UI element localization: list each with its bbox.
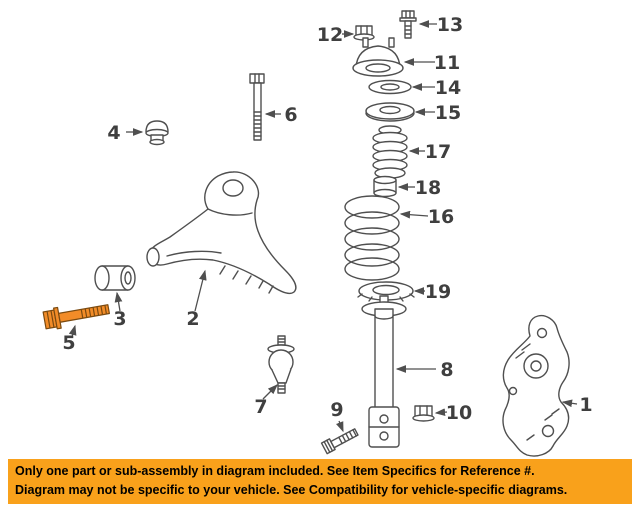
- callout-numbers: 1 2 3 4 5 6 7 8 9 10 11 12 13 14 15 16 1…: [62, 14, 592, 424]
- callout-8: 8: [440, 359, 453, 381]
- callout-2: 2: [186, 308, 199, 330]
- part-1-steering-knuckle-icon: [502, 314, 570, 457]
- callout-15: 15: [435, 102, 461, 124]
- callout-11: 11: [434, 52, 460, 74]
- part-2-control-arm-icon: [146, 171, 297, 295]
- callout-5: 5: [62, 332, 75, 354]
- leader-9: [335, 420, 344, 433]
- part-4-bushing-icon: [145, 120, 169, 146]
- callout-12: 12: [317, 24, 343, 46]
- part-9-bolt-icon: [320, 428, 359, 455]
- part-10-nut-icon: [412, 405, 435, 422]
- leader-1: [561, 399, 578, 408]
- callout-16: 16: [428, 206, 454, 228]
- leader-5: [68, 324, 77, 338]
- part-7-ball-joint-icon: [267, 335, 295, 394]
- leader-16: [399, 210, 429, 219]
- callout-1: 1: [579, 394, 592, 416]
- part-5-bolt-highlighted-icon: [42, 304, 110, 330]
- callout-18: 18: [415, 177, 441, 199]
- callout-4: 4: [107, 122, 120, 144]
- part-14-washer-icon: [368, 79, 412, 95]
- part-13-bolt-icon: [399, 10, 417, 39]
- part-15-bearing-plate-icon: [365, 102, 415, 122]
- leader-lines: [68, 20, 578, 433]
- callout-17: 17: [425, 141, 451, 163]
- callout-19: 19: [425, 281, 451, 303]
- part-16-coil-spring-icon: [344, 195, 400, 281]
- exploded-parts-diagram: 1 2 3 4 5 6 7 8 9 10 11 12 13 14 15 16 1…: [42, 10, 593, 457]
- callout-13: 13: [437, 14, 463, 36]
- part-17-dust-boot-icon: [372, 125, 408, 179]
- part-3-bushing-icon: [94, 265, 136, 291]
- callout-6: 6: [284, 104, 297, 126]
- leader-3: [114, 291, 123, 312]
- leader-7: [262, 384, 278, 400]
- disclaimer-line-1: Only one part or sub-assembly in diagram…: [15, 464, 535, 478]
- callout-3: 3: [113, 308, 126, 330]
- part-8-strut-icon: [361, 295, 407, 448]
- part-18-bump-stop-icon: [373, 175, 397, 198]
- callout-7: 7: [254, 396, 267, 418]
- disclaimer-line-2: Diagram may not be specific to your vehi…: [15, 483, 568, 497]
- callout-9: 9: [330, 399, 343, 421]
- part-11-strut-mount-icon: [352, 37, 404, 77]
- leader-2: [194, 269, 207, 312]
- callout-10: 10: [446, 402, 472, 424]
- callout-14: 14: [435, 77, 461, 99]
- leader-10: [434, 408, 448, 417]
- disclaimer-banner: Only one part or sub-assembly in diagram…: [8, 459, 632, 504]
- part-19-spring-seat-icon: [357, 281, 415, 302]
- part-6-bolt-icon: [249, 73, 265, 141]
